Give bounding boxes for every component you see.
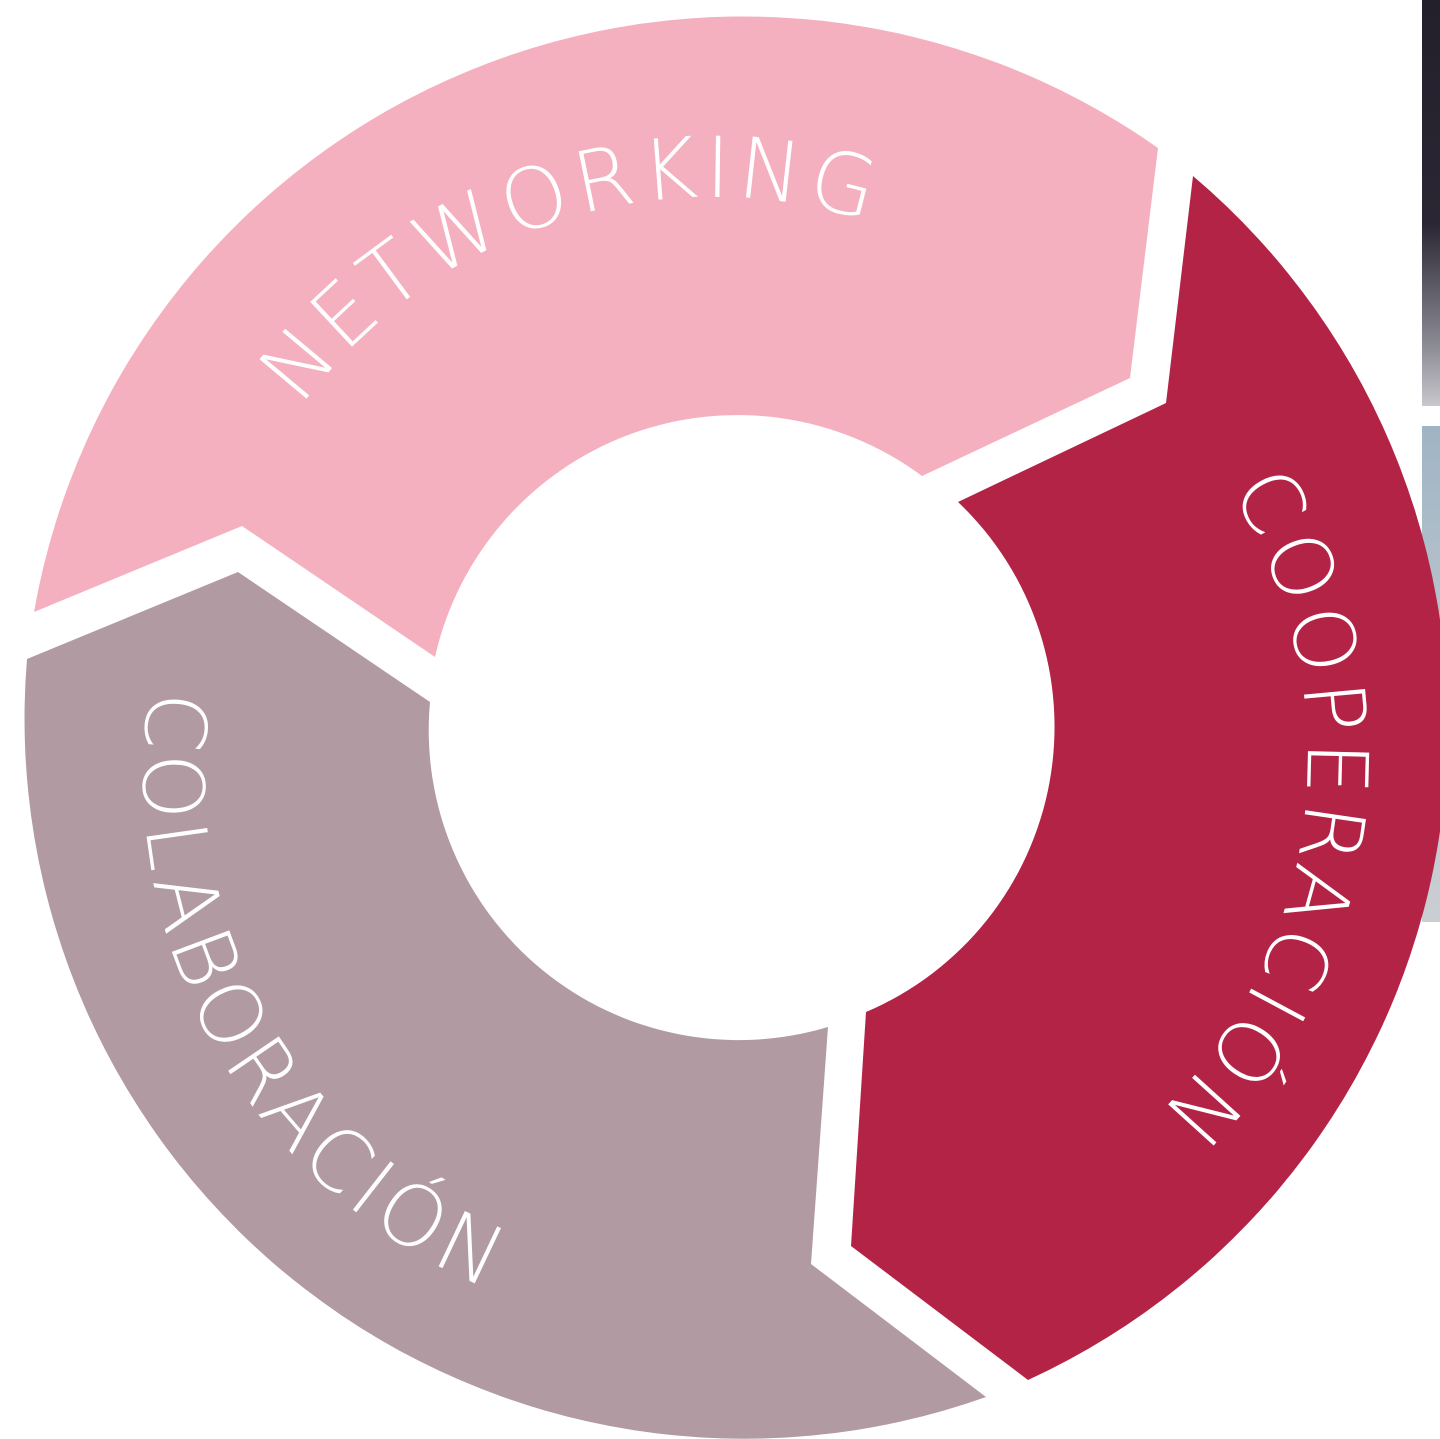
center-hub: [435, 422, 1045, 1032]
segment-cooperacion: [851, 176, 1440, 1380]
photo-fragment-top: [1422, 0, 1440, 406]
segment-colaboracion: [24, 572, 987, 1439]
segment-networking: [34, 16, 1158, 657]
